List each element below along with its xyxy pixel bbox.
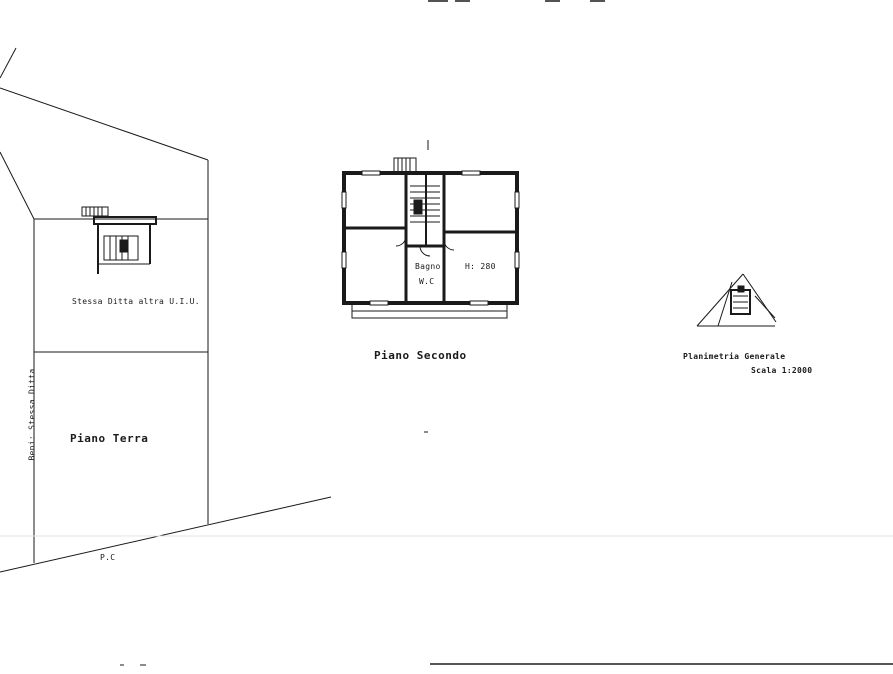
room-bath-label: Bagno [415, 262, 441, 271]
bottom-mark: P.C [100, 553, 116, 562]
room-wc-label: W.C [419, 277, 435, 286]
second-floor-plan [341, 140, 520, 319]
site-plan-title: Planimetria Generale [683, 352, 786, 361]
site-plan-sketch [696, 273, 777, 327]
room-height-label: H: 280 [465, 262, 496, 271]
side-label: Beni: Stessa Ditta [27, 368, 37, 461]
second-floor-title: Piano Secondo [374, 349, 467, 362]
top-room-label: Stessa Ditta altra U.I.U. [72, 297, 200, 306]
ground-floor-label: Piano Terra [70, 432, 149, 445]
left-stair-plan [81, 206, 157, 274]
site-plan-scale: Scala 1:2000 [751, 366, 813, 375]
left-block-outline [0, 47, 893, 573]
stray-marks [120, 431, 893, 666]
